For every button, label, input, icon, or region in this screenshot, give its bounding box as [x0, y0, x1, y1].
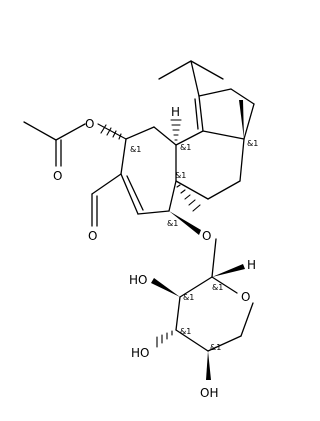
bond-sv-3	[120, 138, 127, 175]
wedge-glycosidic	[169, 211, 201, 235]
bond-cp-double	[194, 98, 199, 130]
atom-oh-c2: HO	[129, 273, 147, 287]
bond-cp-2	[230, 88, 255, 105]
bond-sv-2	[125, 126, 155, 140]
bond-sv-4	[120, 173, 139, 215]
wedge-oh-c2	[151, 278, 180, 297]
bond-cy-4	[207, 180, 241, 200]
bond-glyco-anomeric	[211, 238, 217, 278]
stereo-c-anomeric: &1	[212, 283, 223, 292]
bond-sugar-1	[211, 276, 238, 294]
atom-h-fusion: H	[171, 105, 180, 119]
bond-isopropyl-3	[190, 60, 200, 97]
atom-o-glycosidic: O	[202, 229, 211, 243]
bond-sv-1	[153, 126, 177, 146]
bond-sugar-5	[175, 296, 181, 331]
stereo-c-sugar-4: &1	[210, 343, 221, 352]
bond-cp-3	[243, 103, 255, 140]
wedge-oh-c4	[206, 351, 211, 380]
bond-cp-5	[198, 95, 204, 132]
bond-sv-6	[168, 180, 177, 212]
stereo-c-fusion-h: &1	[180, 143, 191, 152]
bond-sugar-2	[240, 302, 254, 337]
hash-oh-c3	[156, 330, 173, 348]
bond-sv-double	[126, 175, 144, 211]
bond-sugar-4	[175, 329, 209, 352]
bond-cp-4	[202, 130, 245, 140]
bond-ester-o	[97, 123, 127, 140]
hash-fusion-h	[170, 119, 182, 141]
bond-isopropyl-2	[190, 60, 224, 80]
atom-o-ring: O	[241, 290, 250, 304]
stereo-c-sugar-3: &1	[180, 327, 191, 336]
bond-cp-1	[198, 88, 232, 97]
atom-o-ester: O	[85, 117, 94, 131]
bond-sugar-3	[207, 335, 242, 352]
bond-cy-3	[175, 180, 209, 200]
bond-cy-5	[239, 138, 245, 182]
atom-h-anomeric: H	[247, 258, 256, 272]
bond-cho-c	[91, 173, 122, 195]
stereo-c-sugar-2: &1	[183, 293, 194, 302]
bond-ester-c	[55, 123, 86, 141]
stereo-c-quaternary-mid: &1	[175, 171, 186, 180]
bond-acetyl-methyl	[23, 121, 57, 141]
bond-sv-5	[137, 210, 170, 215]
stereo-c-ester: &1	[130, 145, 141, 154]
wedge-anomeric-h	[212, 264, 245, 277]
bond-sugar-6	[179, 276, 213, 298]
atom-o-aldehyde: O	[88, 229, 97, 243]
atom-oh-c3: HO	[131, 346, 149, 360]
bond-isopropyl-1	[158, 60, 192, 80]
stereo-c-glycosyl: &1	[167, 219, 178, 228]
wedge-methyl-top	[239, 100, 244, 139]
hash-methyl-fusion	[176, 184, 201, 212]
atom-oh-c4: OH	[200, 386, 218, 400]
atom-o-carbonyl-ester: O	[53, 169, 62, 183]
stereo-c-quaternary-top: &1	[247, 139, 258, 148]
hash-ester	[100, 124, 122, 140]
bond-cy-1	[175, 130, 204, 146]
